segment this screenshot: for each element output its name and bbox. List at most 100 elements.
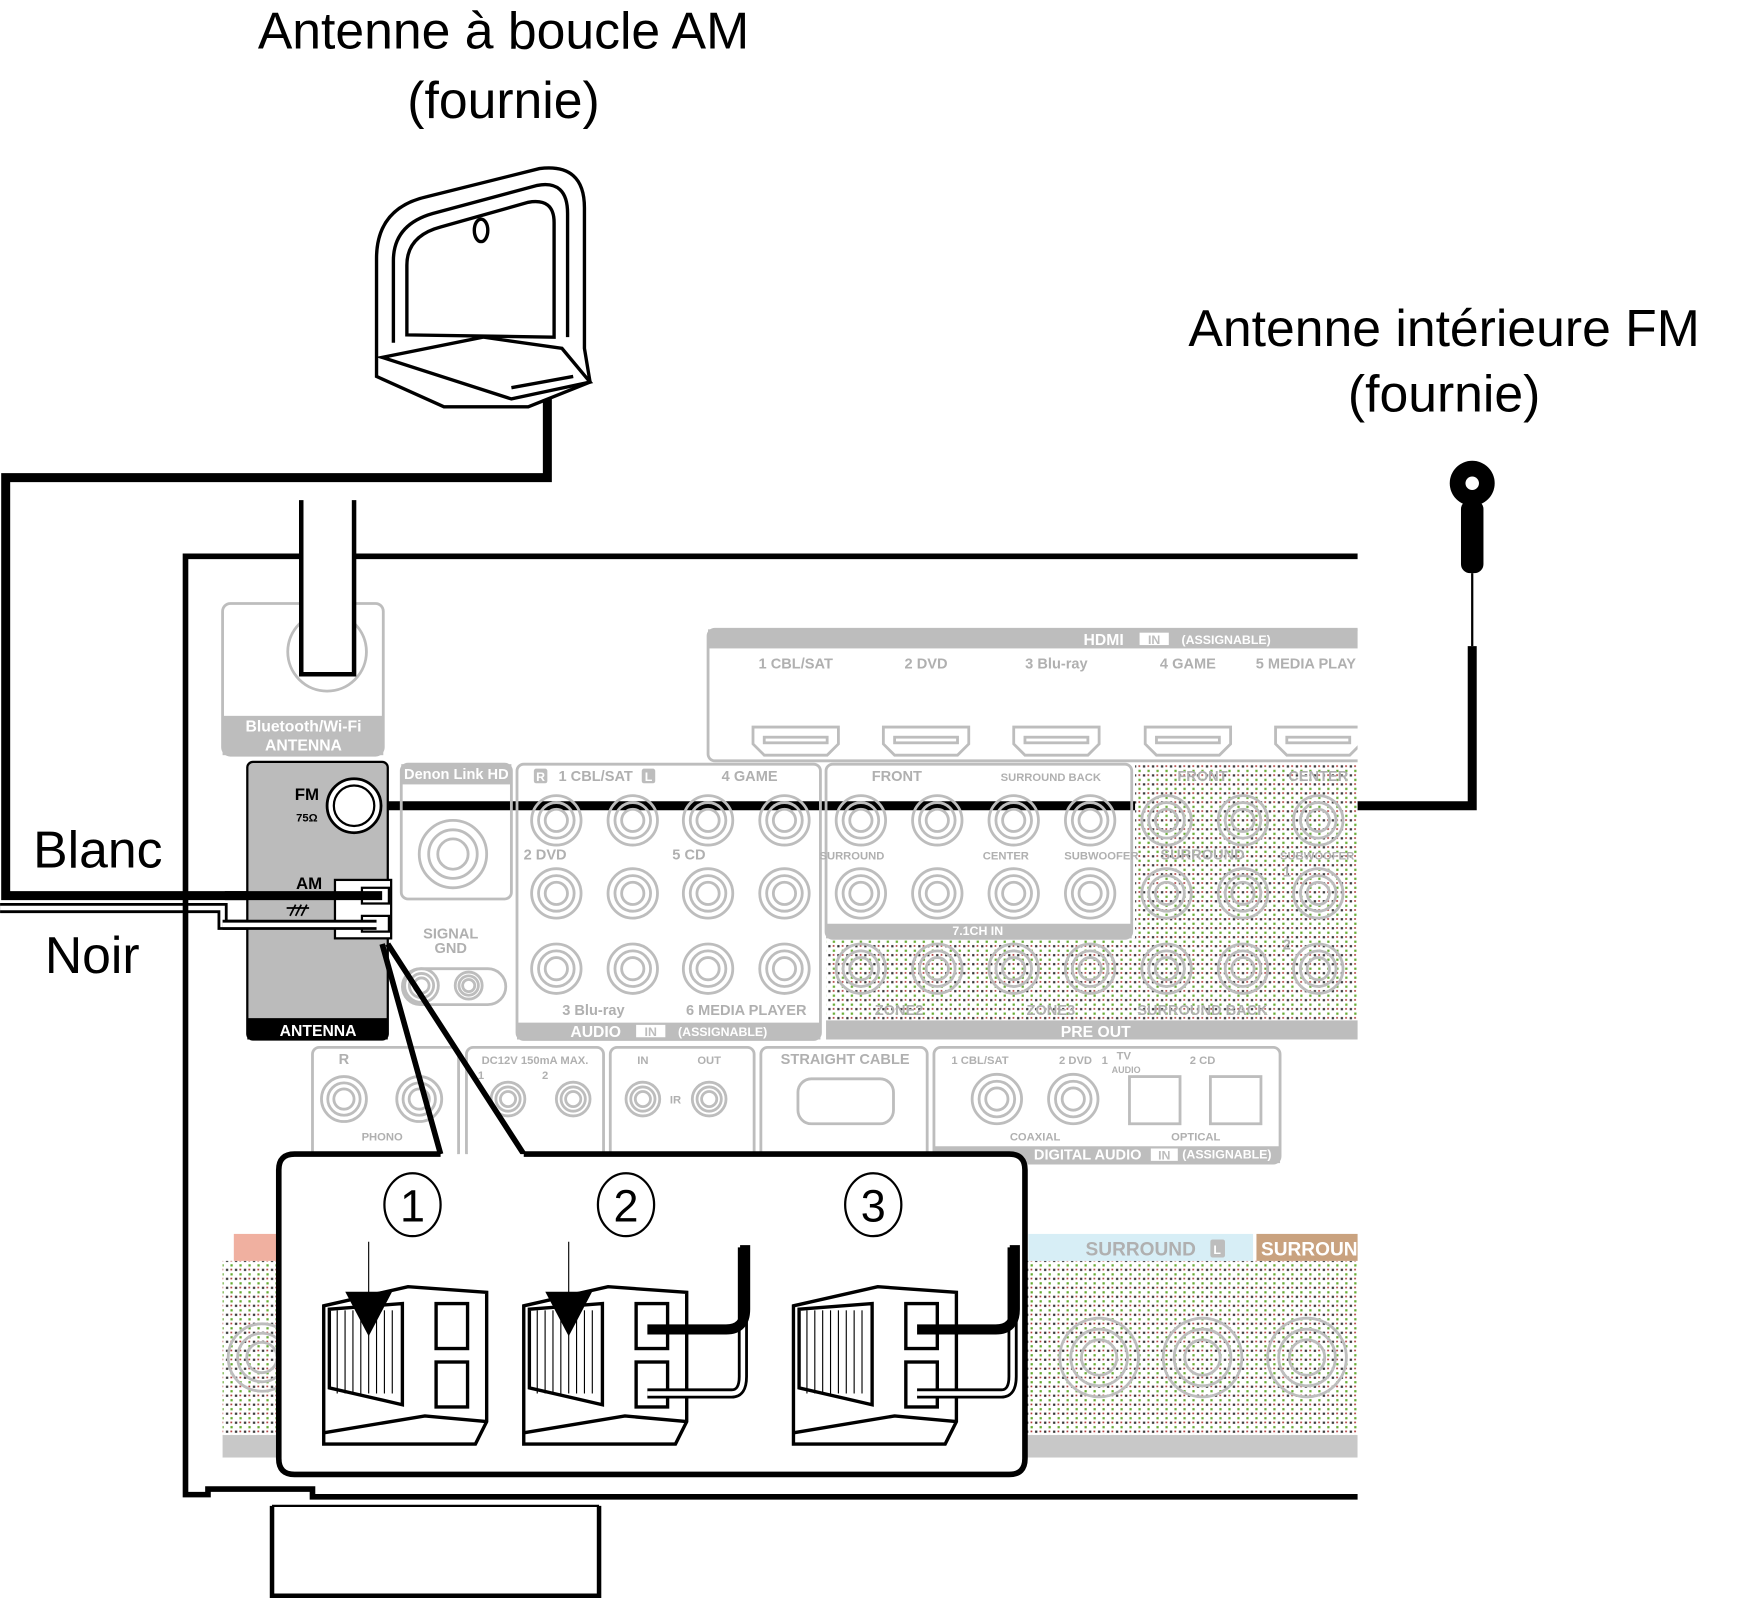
am-terminal-clip-icon [322, 1285, 489, 1446]
receiver-foot [269, 1505, 602, 1599]
coax1-label: 1 CBL/SAT [951, 1055, 1008, 1067]
audio-in-label: 5 CD [672, 848, 705, 864]
am-loop-antenna-icon [374, 166, 594, 409]
ground-icon [286, 904, 310, 917]
phono-r-label: R [339, 1052, 350, 1068]
hdmi-port [1274, 725, 1358, 757]
ch71-subwoofer-label: SUBWOOFER [1064, 851, 1138, 863]
rca-jack [530, 867, 583, 920]
audio-in-in-badge: IN [645, 1025, 657, 1039]
audio-in-label: 4 GAME [722, 769, 778, 785]
rca-jack [681, 867, 735, 920]
rca-jack [606, 867, 659, 920]
callout-pointer [379, 942, 527, 1156]
rca-jack [1064, 794, 1117, 847]
black-wire-label: Noir [45, 926, 140, 984]
front-speaker-color-band [233, 1233, 279, 1261]
hdmi-port [1012, 725, 1101, 757]
rca-jack [624, 1080, 662, 1118]
ch71-center-label: CENTER [983, 851, 1029, 863]
hdmi-input-label: 5 MEDIA PLAY [1256, 657, 1357, 673]
signal-gnd-label-2: GND [434, 941, 466, 957]
trigger-label: DC12V 150mA MAX. [482, 1055, 589, 1067]
rca-jack [911, 942, 964, 995]
speaker-surround-label: SURROUND [1086, 1239, 1196, 1260]
rca-jack [1216, 794, 1270, 847]
rca-jack [417, 818, 489, 890]
audio-in-label: 3 Blu-ray [562, 1003, 625, 1019]
antenna-panel-title: ANTENNA [280, 1023, 357, 1040]
fm-indoor-antenna-icon [1449, 460, 1495, 647]
rca-jack [758, 942, 811, 995]
rca-jack [1292, 942, 1345, 995]
rca-jack [1292, 867, 1345, 920]
preout-zone3-label: ZONE3 [1026, 1003, 1075, 1019]
surround-back-speaker-color-band [1256, 1233, 1358, 1261]
rca-jack [911, 867, 964, 920]
hdmi-title: HDMI [1084, 632, 1124, 649]
opt1-label: 1 [1102, 1055, 1108, 1067]
am-black-wire [1, 398, 552, 901]
preout-front-label: FRONT [1177, 769, 1227, 785]
rca-jack [489, 1080, 527, 1118]
fm-jack [325, 777, 383, 835]
hdmi-port [1143, 725, 1233, 757]
rca-jack [681, 794, 735, 847]
rca-jack [530, 794, 583, 847]
rca-jack [530, 942, 583, 995]
rca-jack [987, 867, 1040, 920]
am-antenna-subtitle: (fournie) [407, 71, 599, 129]
rca-jack [758, 794, 811, 847]
step-number: 3 [861, 1181, 886, 1232]
rca-jack [453, 970, 484, 1001]
rca-jack [1058, 1316, 1140, 1399]
rca-jack [1266, 1316, 1348, 1399]
am-terminal-clip-icon [522, 1285, 689, 1446]
preout-zone2-label: ZONE2 [875, 1003, 924, 1019]
audio-in-assignable: (ASSIGNABLE) [678, 1025, 767, 1039]
hdmi-input-label: 4 GAME [1160, 657, 1216, 673]
rca-jack [834, 867, 888, 920]
rca-jack [911, 794, 964, 847]
fm-antenna-title: Antenne intérieure FM [1188, 299, 1699, 357]
rs232-label: STRAIGHT CABLE [781, 1052, 910, 1068]
audio-in-label: 1 CBL/SAT [559, 769, 633, 785]
antenna-terminal-panel: ANTENNA FM 75Ω AM [246, 760, 393, 1041]
rca-jack [1064, 867, 1117, 920]
push-down-arrow-icon [345, 1241, 393, 1337]
bt-antenna-label: Bluetooth/Wi-Fi [246, 719, 362, 736]
preout-sub2-label: 2 [1283, 938, 1291, 954]
phono-label: PHONO [362, 1132, 403, 1144]
opt2-label: 2 CD [1190, 1055, 1216, 1067]
bt-antenna-label-2: ANTENNA [265, 738, 342, 755]
digital-audio-title: DIGITAL AUDIO [1034, 1148, 1142, 1164]
audio-in-r-badge: R [536, 770, 545, 784]
rca-jack [1140, 794, 1193, 847]
step-number-circle [596, 1172, 656, 1238]
rca-jack [987, 942, 1040, 995]
rca-jack [690, 1080, 728, 1118]
preout-subwoofer-label: SUBWOOFER [1280, 851, 1354, 863]
fm-impedance-label: 75Ω [296, 812, 317, 824]
panel-labels: Bluetooth/Wi-Fi ANTENNA HDMI IN (ASSIGNA… [246, 632, 1358, 1260]
rca-jack [834, 942, 888, 995]
remote-in-label: IN [637, 1055, 648, 1067]
fm-terminal-label: FM [295, 785, 319, 804]
rca-jack [758, 867, 811, 920]
denon-link-label: Denon Link HD [404, 767, 509, 783]
hdmi-port [751, 725, 840, 757]
step-number: 1 [400, 1181, 425, 1232]
preout-surround-back-label: SURROUND BACK [1137, 1003, 1268, 1019]
ch71-surround-label: SURROUND [819, 851, 884, 863]
rca-jack [320, 1075, 368, 1123]
rca-jack [606, 794, 659, 847]
step-number-circle [383, 1172, 442, 1238]
audio-in-label: 6 MEDIA PLAYER [686, 1003, 807, 1019]
hdmi-input-label: 3 Blu-ray [1025, 657, 1088, 673]
black-wire-end [647, 1245, 751, 1335]
hdmi-in-badge: IN [1148, 633, 1160, 647]
white-wire-label: Blanc [33, 821, 162, 879]
remote-out-label: OUT [697, 1055, 721, 1067]
audio-in-l-badge: L [645, 770, 653, 784]
